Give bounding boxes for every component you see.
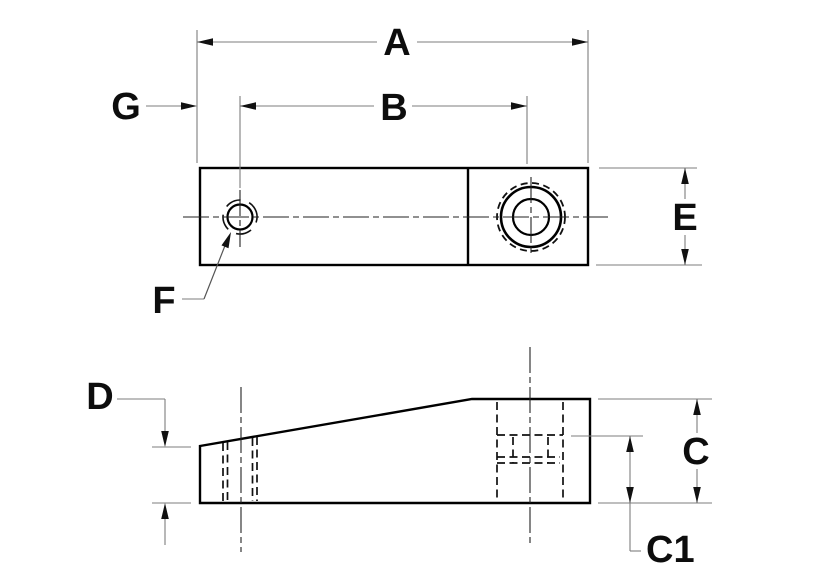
- dim-b-arrow-left: [240, 102, 256, 110]
- dim-a: A: [196, 22, 589, 163]
- dim-f-label: F: [152, 280, 175, 322]
- dim-c1: C1: [571, 435, 695, 571]
- dim-g-label: G: [111, 86, 141, 128]
- dim-d-label: D: [86, 376, 113, 418]
- dim-c-label: C: [682, 431, 709, 473]
- dim-a-label-mask: [377, 24, 417, 60]
- dim-f-leader-diagonal: [203, 237, 229, 300]
- dim-g-arrow: [181, 102, 197, 110]
- dim-d: D: [86, 376, 191, 545]
- dim-g: G: [111, 86, 197, 128]
- side-view: [198, 347, 592, 552]
- dim-f-arrow: [221, 232, 231, 249]
- dim-a-arrow-left: [197, 38, 213, 46]
- dim-f: F: [152, 232, 231, 322]
- dim-e-arrow-top: [681, 168, 689, 184]
- top-view: [183, 166, 608, 267]
- dim-b-arrow-right: [511, 102, 527, 110]
- dim-c-label-mask: [676, 433, 716, 469]
- dim-d-arrow-bottom: [161, 503, 169, 519]
- dim-e-label: E: [672, 197, 697, 239]
- dim-c1-arrow-bottom: [626, 487, 634, 503]
- dim-a-label: A: [383, 22, 410, 64]
- dim-e: E: [596, 167, 705, 266]
- side-view-outline: [198, 397, 592, 505]
- dim-b: B: [239, 87, 528, 188]
- dim-c: C: [598, 398, 716, 504]
- left-hole-thread-arc: [222, 199, 258, 235]
- dim-e-arrow-bottom: [681, 249, 689, 265]
- dim-c1-label: C1: [646, 529, 695, 571]
- dim-a-arrow-right: [572, 38, 588, 46]
- dim-d-arrow-top: [161, 431, 169, 447]
- dim-b-label: B: [380, 87, 407, 129]
- dim-b-label-mask: [374, 89, 412, 125]
- dim-c-arrow-bottom: [693, 487, 701, 503]
- dim-c1-arrow-top: [626, 436, 634, 452]
- hidden-hole-left: [222, 437, 258, 501]
- dim-e-label-mask: [665, 199, 705, 235]
- dim-c-arrow-top: [693, 399, 701, 415]
